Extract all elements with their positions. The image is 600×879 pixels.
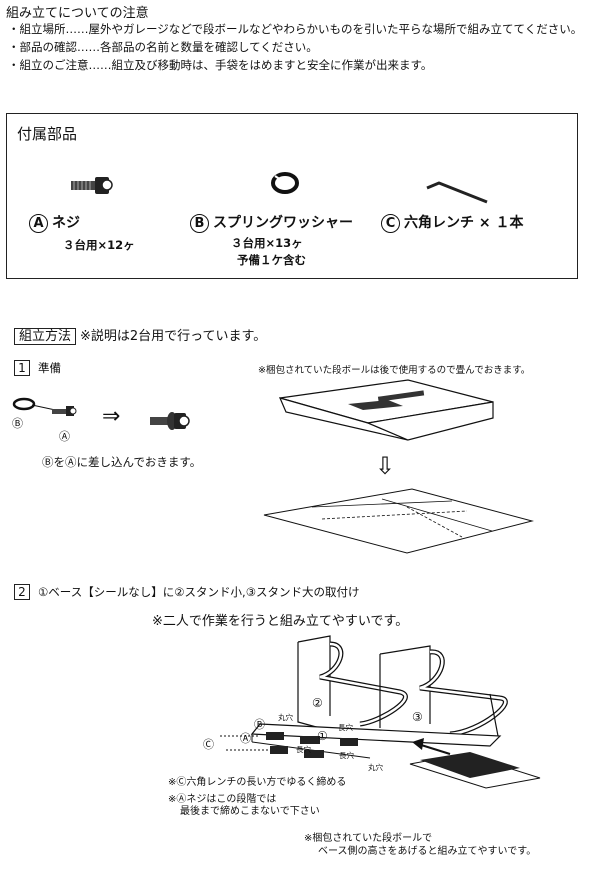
step1-instruction: ⒷをⒶに差し込んでおきます。 bbox=[42, 455, 202, 469]
part-c-label: 六角レンチ × １本 bbox=[404, 215, 524, 231]
step1-header: 1 準備 bbox=[14, 360, 61, 376]
part-a-qty: ３台用×12ヶ bbox=[63, 238, 135, 252]
label-round-hole-2: 丸穴 bbox=[368, 763, 383, 772]
method-note: ※説明は2台用で行っています。 bbox=[80, 329, 267, 344]
part-a-letter: A bbox=[29, 214, 48, 233]
label-base: ① bbox=[317, 729, 328, 743]
label-large-stand: ③ bbox=[412, 710, 423, 724]
washer-icon bbox=[271, 172, 299, 194]
step2-header: 2 ①ベース【シールなし】に②スタンド小,③スタンド大の取付け bbox=[14, 584, 360, 600]
step2-title: ①ベース【シールなし】に②スタンド小,③スタンド大の取付け bbox=[38, 585, 360, 599]
note-caution: ・組立のご注意……組立及び移動時は、手袋をはめますと安全に作業が出来ます。 bbox=[8, 58, 433, 72]
part-c-letter: C bbox=[381, 214, 400, 233]
part-b-extra: 予備１ケ含む bbox=[237, 253, 306, 267]
bike-stand-assembly-illustration bbox=[220, 635, 541, 789]
method-label: 組立方法 bbox=[14, 328, 77, 345]
step1-title: 準備 bbox=[38, 361, 61, 375]
step2-tip: ※二人で作業を行うと組み立てやすいです。 bbox=[152, 614, 409, 629]
note-parts-check: ・部品の確認……各部品の名前と数量を確認してください。 bbox=[8, 40, 318, 54]
step1-number: 1 bbox=[14, 360, 30, 376]
label-a: Ⓐ bbox=[240, 732, 251, 745]
label-round-hole-1: 丸穴 bbox=[278, 713, 293, 722]
part-b-qty: ３台用×13ヶ bbox=[231, 236, 303, 250]
label-b: Ⓑ bbox=[254, 718, 265, 731]
part-b-letter: B bbox=[190, 214, 209, 233]
assembled-screw-icon bbox=[150, 412, 190, 430]
label-long-hole-3: 長穴 bbox=[339, 751, 354, 760]
method-header: 組立方法※説明は2台用で行っています。 bbox=[14, 325, 267, 345]
label-long-hole-2: 長穴 bbox=[296, 745, 311, 754]
hex-wrench-icon bbox=[426, 181, 488, 204]
part-b-label: スプリングワッシャー bbox=[213, 215, 353, 231]
step2-number: 2 bbox=[14, 584, 30, 600]
step2-note-a2: 最後まで締めこまないで下さい bbox=[180, 806, 320, 817]
flattened-box-illustration bbox=[263, 488, 534, 554]
label-small-stand: ② bbox=[312, 696, 323, 710]
step1-label-b: Ⓑ bbox=[12, 417, 23, 430]
cardboard-box-illustration bbox=[278, 379, 494, 441]
step2-box-note2: ベース側の高さをあげると組み立てやすいです。 bbox=[318, 846, 537, 857]
step1-arrow: ⇒ bbox=[102, 404, 121, 429]
step2-note-a1: ※Ⓐネジはこの段階では bbox=[168, 794, 277, 805]
step1-box-note: ※梱包されていた段ボールは後で使用するので畳んでおきます。 bbox=[258, 365, 531, 376]
step1-label-a: Ⓐ bbox=[59, 430, 70, 443]
step1-down-arrow: ⇩ bbox=[375, 452, 396, 480]
washer-small-icon bbox=[12, 397, 36, 411]
step2-box-note1: ※梱包されていた段ボールで bbox=[304, 833, 433, 844]
part-a-label: ネジ bbox=[52, 215, 80, 231]
page-title: 組み立てについての注意 bbox=[6, 6, 149, 21]
screw-small-icon bbox=[52, 406, 77, 416]
note-location: ・組立場所……屋外やガレージなどで段ボールなどやわらかいものを引いた平らな場所で… bbox=[8, 22, 583, 36]
label-c: Ⓒ bbox=[203, 738, 214, 751]
parts-title: 付属部品 bbox=[17, 125, 78, 143]
screw-icon bbox=[71, 177, 113, 194]
step2-note-c: ※Ⓒ六角レンチの長い方でゆるく締める bbox=[168, 777, 347, 788]
label-long-hole-1: 長穴 bbox=[338, 723, 353, 732]
